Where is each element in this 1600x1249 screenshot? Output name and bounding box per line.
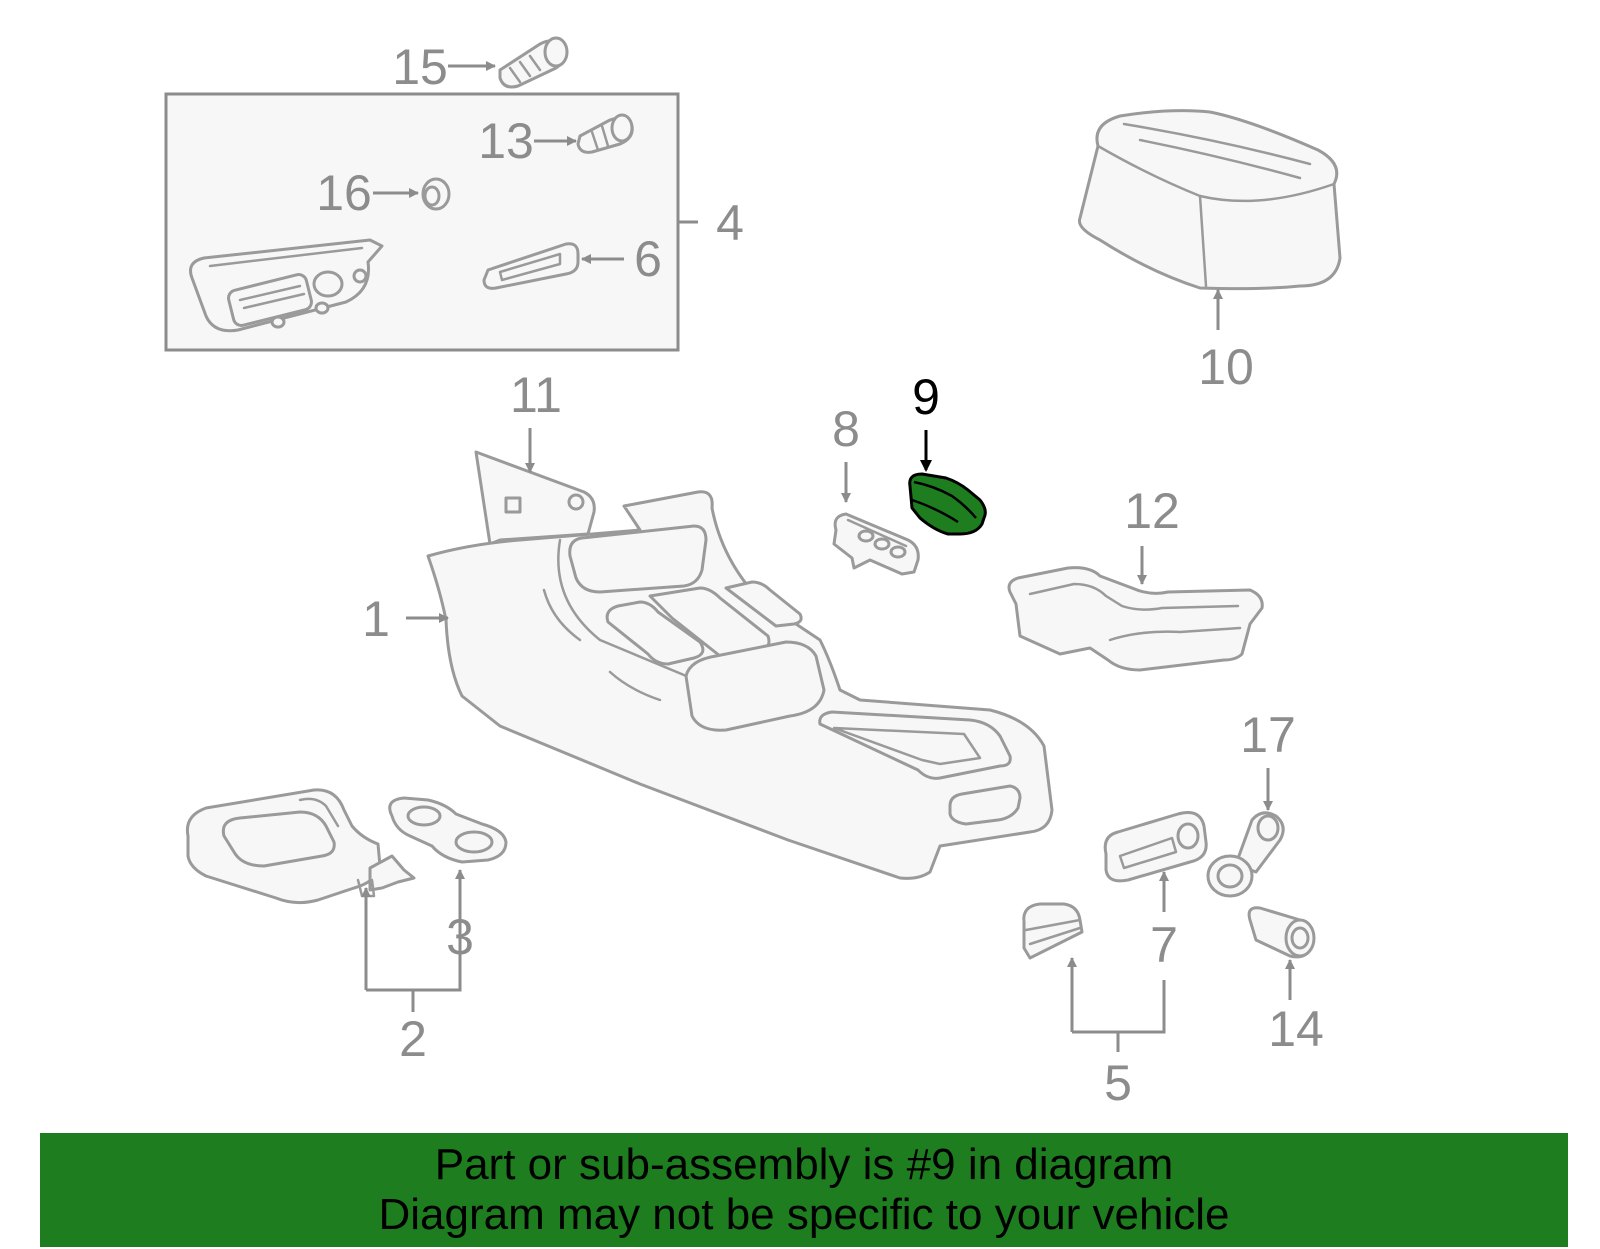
part-6-switch[interactable] [482,242,580,290]
callout-4: 4 [716,195,744,251]
callout-5: 5 [1104,1055,1132,1111]
part-3-cup-insert[interactable] [388,796,508,864]
part-10-armrest-lid[interactable] [1077,109,1342,291]
part-1-center-console[interactable] [426,490,1054,880]
info-banner: Part or sub-assembly is #9 in diagram Di… [40,1133,1568,1247]
callout-12: 12 [1124,483,1180,539]
callout-14: 14 [1268,1001,1324,1057]
part-12-tray-insert[interactable] [1007,566,1264,672]
part-13-bulb[interactable] [576,113,634,154]
callout-16: 16 [316,165,372,221]
part-7-switch-bezel[interactable] [1103,811,1208,883]
part-11-bracket[interactable] [474,450,596,546]
callout-8: 8 [832,401,860,457]
part-5-switch[interactable] [1022,902,1084,960]
callout-17: 17 [1240,707,1296,763]
callout-3: 3 [446,909,474,965]
part-15-bulb[interactable] [498,36,569,89]
callout-2: 2 [399,1011,427,1067]
callout-7: 7 [1150,917,1178,973]
callout-11: 11 [510,367,562,423]
callout-6: 6 [634,231,662,287]
callout-15: 15 [392,39,448,95]
part-14-socket[interactable] [1247,906,1316,959]
part-2-cup-holder[interactable] [185,788,416,905]
callout-10: 10 [1198,339,1254,395]
banner-line-1: Part or sub-assembly is #9 in diagram [434,1140,1174,1189]
banner-line-2: Diagram may not be specific to your vehi… [378,1190,1230,1239]
part-9-tray-highlighted[interactable] [908,472,987,536]
callout-13: 13 [478,113,534,169]
callout-1: 1 [362,591,390,647]
part-4-switch-panel[interactable] [189,238,384,333]
callout-9: 9 [912,369,940,425]
part-17-socket[interactable] [1206,811,1285,898]
part-16-socket[interactable] [421,177,451,211]
part-8-switch[interactable] [832,512,920,576]
